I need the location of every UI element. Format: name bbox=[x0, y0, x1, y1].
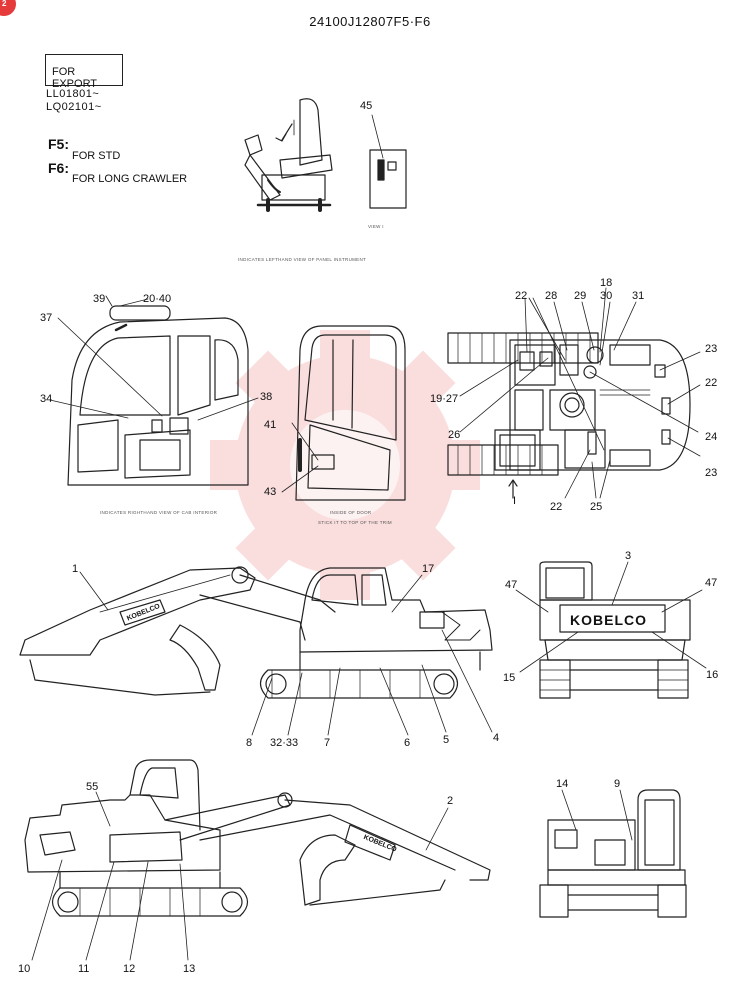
excavator-rear-view-1 bbox=[539, 561, 691, 699]
callout-14: 14 bbox=[556, 778, 569, 790]
excavator-rear-view-2 bbox=[539, 789, 687, 918]
callout-18: 18 bbox=[600, 277, 613, 289]
serial-range: LQ02101~ bbox=[46, 101, 102, 113]
cab-caption: INDICATES RIGHTHAND VIEW OF CAB INTERIOR bbox=[100, 510, 218, 515]
callout-31: 31 bbox=[632, 290, 645, 302]
variant-desc: FOR STD bbox=[72, 150, 121, 162]
view-caption: VIEW I bbox=[368, 224, 384, 229]
variant-desc: FOR LONG CRAWLER bbox=[72, 173, 188, 185]
callout-45: 45 bbox=[360, 100, 373, 112]
callout-24: 24 bbox=[705, 431, 718, 443]
callout-37: 37 bbox=[40, 312, 53, 324]
callout-39: 39 bbox=[93, 293, 106, 305]
callout-32-33: 32·33 bbox=[270, 737, 299, 749]
callout-23: 23 bbox=[705, 467, 718, 479]
callout-11: 11 bbox=[78, 963, 90, 975]
callout-1: 1 bbox=[72, 563, 79, 575]
seat-view bbox=[244, 98, 333, 212]
excavator-side-view-2 bbox=[24, 759, 491, 917]
callout-5: 5 bbox=[443, 734, 450, 746]
door-note: STICK IT TO TOP OF THE TRIM bbox=[318, 520, 392, 525]
serial-range: LL01801~ bbox=[46, 88, 100, 100]
callout-22: 22 bbox=[515, 290, 528, 302]
excavator-side-view-1 bbox=[19, 566, 493, 699]
callout-23: 23 bbox=[705, 343, 718, 355]
callout-47: 47 bbox=[705, 577, 718, 589]
top-view bbox=[447, 332, 691, 499]
callout-47: 47 bbox=[505, 579, 518, 591]
callout-29: 29 bbox=[574, 290, 587, 302]
panel-45 bbox=[369, 114, 407, 209]
door-caption: INSIDE OF DOOR bbox=[330, 510, 372, 515]
callout-3: 3 bbox=[625, 550, 632, 562]
callout-15: 15 bbox=[503, 672, 516, 684]
callout-8: 8 bbox=[246, 737, 253, 749]
callout-28: 28 bbox=[545, 290, 558, 302]
panel-caption: INDICATES LEFTHAND VIEW OF PANEL INSTRUM… bbox=[238, 257, 367, 262]
callout-22: 22 bbox=[550, 501, 563, 513]
page-badge-label: 2 bbox=[2, 0, 7, 8]
callout-7: 7 bbox=[324, 737, 331, 749]
door-inside-view bbox=[295, 325, 406, 501]
variant-code: F6: bbox=[48, 160, 69, 176]
callout-17: 17 bbox=[422, 563, 435, 575]
export-label: FOR EXPORT bbox=[52, 66, 98, 90]
callout-34: 34 bbox=[40, 393, 53, 405]
callout-43: 43 bbox=[264, 486, 277, 498]
export-note-box: FOR EXPORT bbox=[45, 54, 123, 90]
callout-9: 9 bbox=[614, 778, 621, 790]
callout-22: 22 bbox=[705, 377, 718, 389]
cab-interior-view bbox=[67, 305, 249, 486]
brand-rear: KOBELCO bbox=[570, 612, 647, 628]
page-badge: 2 bbox=[0, 0, 16, 16]
callout-6: 6 bbox=[404, 737, 411, 749]
callout-25: 25 bbox=[590, 501, 603, 513]
callout-13: 13 bbox=[183, 963, 196, 975]
callout-16: 16 bbox=[706, 669, 719, 681]
callout-19-27: 19·27 bbox=[430, 393, 459, 405]
callout-10: 10 bbox=[18, 963, 31, 975]
leader-lines bbox=[31, 287, 707, 961]
drawing-number: 24100J12807F5·F6 bbox=[309, 14, 431, 29]
callout-55: 55 bbox=[86, 781, 99, 793]
callout-26: 26 bbox=[448, 429, 461, 441]
variant-code: F5: bbox=[48, 136, 69, 152]
callout-2: 2 bbox=[447, 795, 454, 807]
callout-38: 38 bbox=[260, 391, 273, 403]
callout-20-40: 20·40 bbox=[143, 293, 172, 305]
view-arrow-label: I bbox=[513, 495, 517, 507]
callout-41: 41 bbox=[264, 419, 277, 431]
callout-4: 4 bbox=[493, 732, 500, 744]
callout-30: 30 bbox=[600, 290, 613, 302]
callout-12: 12 bbox=[123, 963, 136, 975]
